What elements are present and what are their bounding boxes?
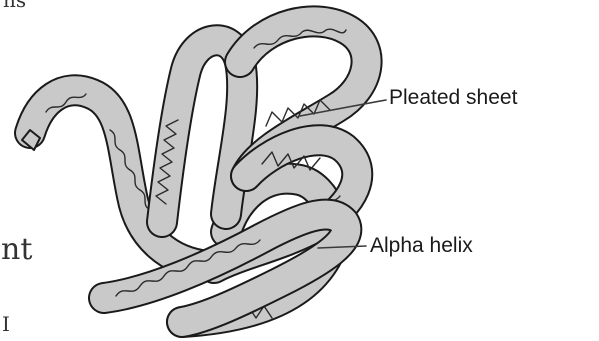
cropped-text-fragment-top: ns: [3, 0, 26, 12]
cropped-text-fragment-bottom: I: [2, 312, 10, 336]
pleated-sheet-label: Pleated sheet: [389, 86, 517, 110]
cropped-text-fragment-middle: nt: [1, 232, 32, 267]
alpha-helix-label: Alpha helix: [370, 234, 473, 258]
